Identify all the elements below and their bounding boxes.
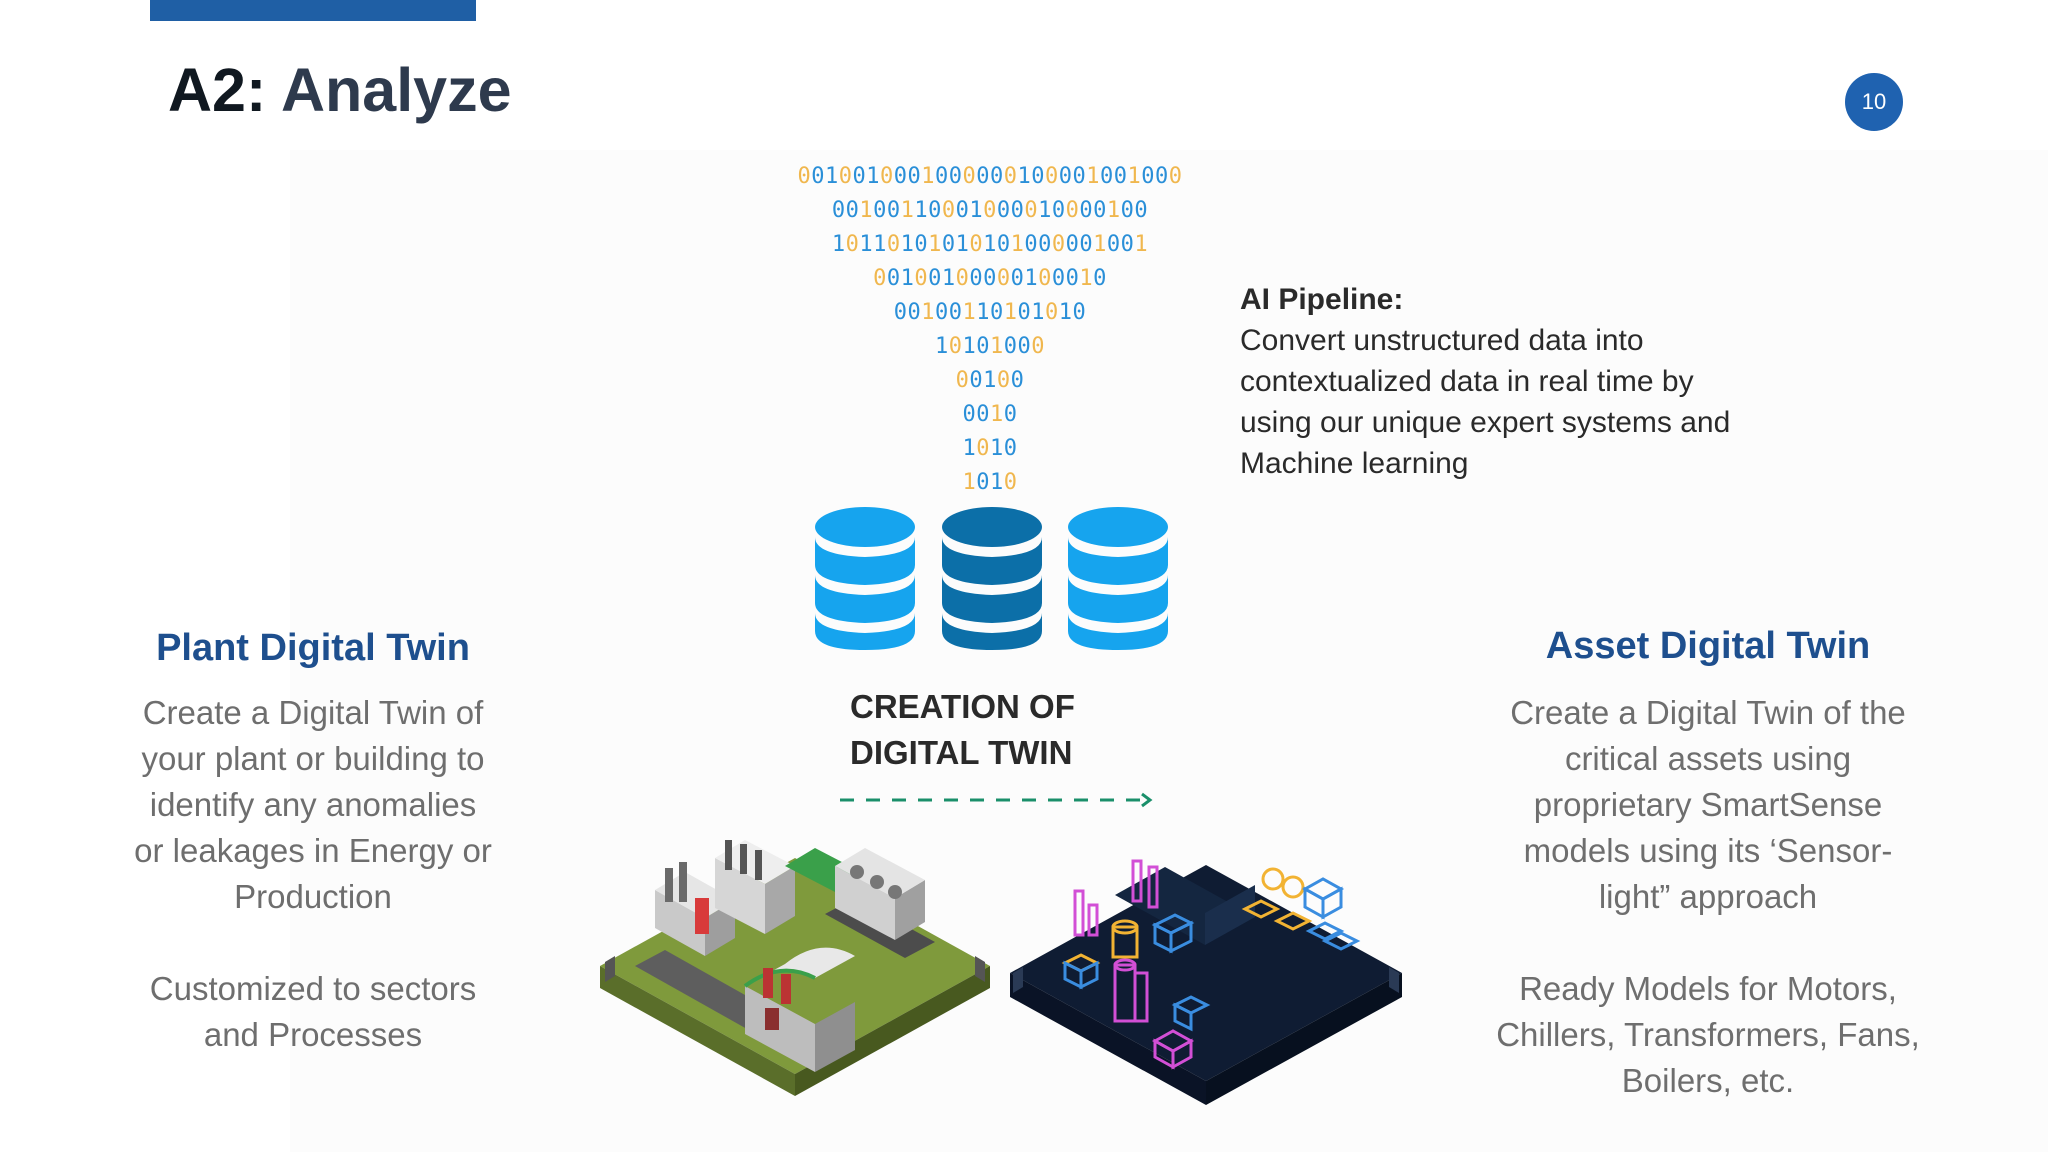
binary-row: 10110101010101000001001 [831,232,1149,257]
binary-row: 00100110101010 [893,300,1087,325]
asset-twin-line: Create a Digital Twin of the [1510,694,1906,731]
plant-twin-line: identify any anomalies [149,786,477,823]
creation-line: CREATION OF [850,688,1075,725]
top-accent-bar [150,0,476,21]
page-title: A2: Analyze [168,50,512,130]
plant-twin-note-line: and Processes [203,1016,423,1053]
ai-pipeline-line: Convert unstructured data into [1240,324,1644,357]
binary-row: 10101000 [935,334,1045,359]
dashed-arrow-icon [840,792,1153,808]
asset-twin-note-line: Chillers, Transformers, Fans, [1496,1016,1920,1053]
plant-isometric-illustration [600,840,990,1096]
binary-row: 1010 [962,470,1018,495]
page-number-badge: 10 [1845,73,1903,131]
database-icon [942,507,1042,650]
spacer [1458,920,1958,966]
database-icon [815,507,915,650]
binary-row: 00100 [955,368,1025,393]
asset-twin-line: critical assets using [1564,740,1852,777]
binary-row: 1010 [962,436,1018,461]
binary-data-funnel: 0010010001000000100001001000 001001100010… [780,160,1200,500]
plant-twin-line: Production [234,878,392,915]
plant-twin-line: or leakages in Energy or [134,832,492,869]
database-icon [1068,507,1168,650]
asset-twin-description: Create a Digital Twin of the critical as… [1458,690,1958,1104]
plant-twin-line: your plant or building to [141,740,485,777]
creation-label: CREATION OF DIGITAL TWIN [850,684,1120,776]
binary-row: 00100110001000010000100 [831,198,1149,223]
asset-isometric-illustration [1010,859,1402,1105]
binary-row: 00100100000100010 [873,266,1107,291]
asset-twin-line: proprietary SmartSense [1533,786,1883,823]
plant-twin-title: Plant Digital Twin [156,627,470,669]
spacer [88,920,538,966]
binary-row: 0010 [962,402,1018,427]
asset-twin-note-line: Boilers, etc. [1621,1062,1795,1099]
asset-twin-title: Asset Digital Twin [1545,625,1871,667]
ai-pipeline-line: contextualized data in real time by [1240,365,1694,398]
plant-twin-description: Create a Digital Twin of your plant or b… [88,690,538,1058]
asset-twin-note-line: Ready Models for Motors, [1519,970,1897,1007]
ai-pipeline-heading: AI Pipeline: [1240,283,1404,316]
ai-pipeline-block: AI Pipeline: Convert unstructured data i… [1240,279,1800,484]
binary-row: 0010010001000000100001001000 [797,164,1183,189]
plant-twin-note-line: Customized to sectors [149,970,477,1007]
asset-twin-line: models using its ‘Sensor- [1523,832,1893,869]
title-main: Analyze [280,56,512,124]
ai-pipeline-line: Machine learning [1240,447,1469,480]
creation-line: DIGITAL TWIN [850,734,1073,771]
plant-twin-line: Create a Digital Twin of [142,694,484,731]
title-prefix: A2: [168,56,267,124]
ai-pipeline-line: using our unique expert systems and [1240,406,1731,439]
database-group [814,505,1170,651]
asset-twin-line: light” approach [1598,878,1818,915]
